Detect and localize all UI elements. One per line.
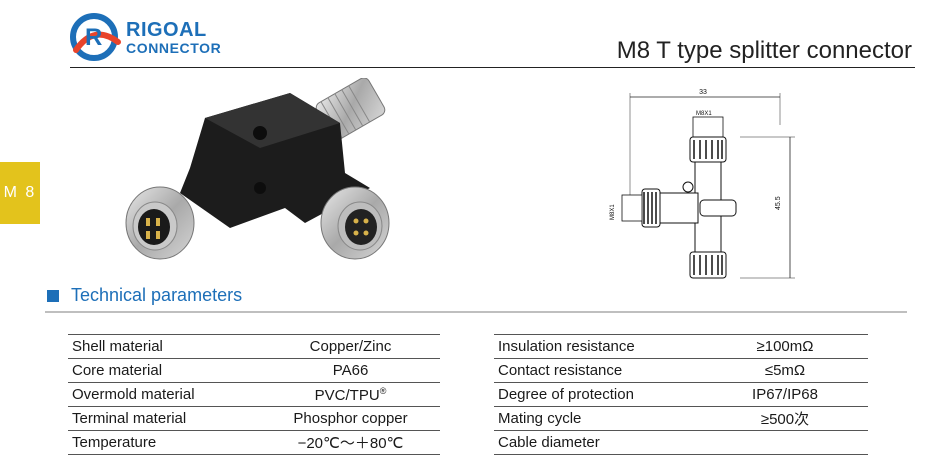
param-label: Overmold material	[68, 382, 257, 407]
table-row: Mating cycle ≥500次	[494, 406, 868, 431]
section-marker	[47, 289, 59, 302]
table-row: Core material PA66	[68, 358, 440, 383]
param-value: Phosphor copper	[257, 406, 440, 431]
param-value-text: PVC/TPU	[314, 386, 380, 404]
side-tab-m8: M 8	[0, 162, 40, 224]
param-label: Mating cycle	[494, 406, 698, 431]
technical-drawing: 33 45.5 M8X1 M8X1	[610, 89, 795, 279]
table-row: Degree of protection IP67/IP68	[494, 382, 868, 407]
param-value: PA66	[257, 358, 440, 383]
top-thread-label: M8X1	[696, 111, 712, 117]
product-image	[125, 78, 390, 260]
table-row: Temperature −20℃～＋80℃	[68, 430, 440, 455]
page-title: M8 T type splitter connector	[616, 37, 912, 64]
param-value: −20℃～＋80℃	[257, 430, 440, 455]
param-value: Copper/Zinc	[257, 334, 440, 359]
param-value: ≥100mΩ	[698, 334, 868, 359]
svg-text:R: R	[85, 24, 102, 51]
header-divider	[70, 67, 915, 68]
param-value: IP67/IP68	[698, 382, 868, 407]
param-value: ≥500次	[698, 406, 868, 431]
param-label: Insulation resistance	[494, 334, 698, 359]
parameters-table-right: Insulation resistance ≥100mΩ Contact res…	[494, 334, 868, 455]
table-row: Shell material Copper/Zinc	[68, 334, 440, 359]
param-label: Cable diameter	[494, 430, 698, 455]
param-label: Shell material	[68, 334, 257, 359]
section-title: Technical parameters	[71, 285, 243, 305]
param-label: Degree of protection	[494, 382, 698, 407]
param-label: Core material	[68, 358, 257, 383]
table-row: Overmold material PVC/TPU®	[68, 382, 440, 407]
param-label: Temperature	[68, 430, 257, 455]
brand-subtitle: CONNECTOR	[126, 40, 222, 56]
left-thread-label: M8X1	[610, 204, 616, 220]
section-divider	[45, 311, 907, 313]
param-value: PVC/TPU®	[257, 382, 440, 407]
table-row: Cable diameter	[494, 430, 868, 455]
brand-name: RIGOAL	[126, 19, 207, 41]
company-logo: R	[70, 13, 121, 61]
dim-width-label: 33	[699, 89, 707, 96]
param-value: ≤5mΩ	[698, 358, 868, 383]
param-label: Terminal material	[68, 406, 257, 431]
registered-mark: ®	[379, 385, 387, 396]
table-row: Insulation resistance ≥100mΩ	[494, 334, 868, 359]
param-label: Contact resistance	[494, 358, 698, 383]
dim-height-label: 45.5	[775, 196, 782, 210]
table-row: Terminal material Phosphor copper	[68, 406, 440, 431]
table-row: Contact resistance ≤5mΩ	[494, 358, 868, 383]
parameters-table-left: Shell material Copper/Zinc Core material…	[68, 334, 440, 455]
param-value	[698, 430, 868, 455]
section-header: Technical parameters	[47, 285, 242, 306]
